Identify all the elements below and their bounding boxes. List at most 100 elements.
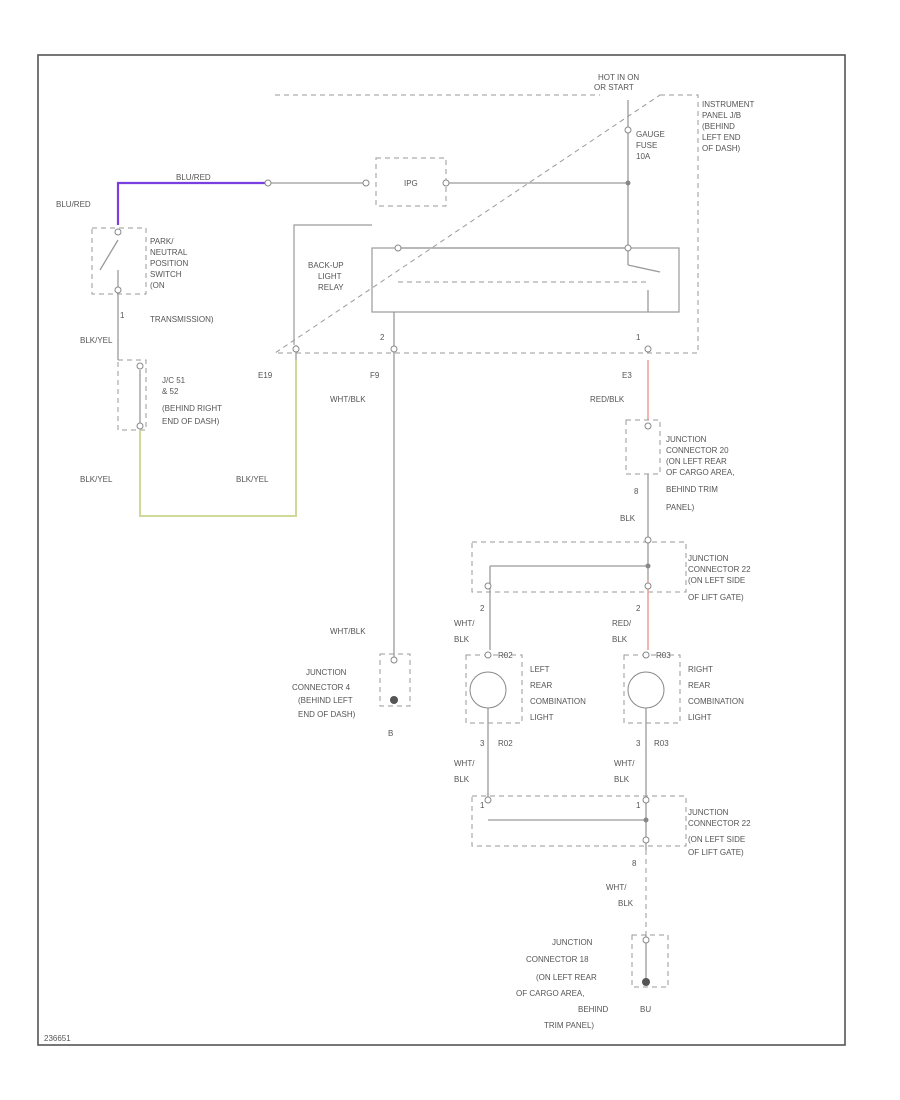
- jc18-label-2: CONNECTOR 18: [526, 955, 589, 964]
- footer-code: 236651: [44, 1034, 71, 1043]
- pin-1b-label: 1: [636, 801, 641, 810]
- jc4-label-1: JUNCTION: [306, 668, 347, 677]
- jc22b-label-2: CONNECTOR 22: [688, 819, 751, 828]
- blk-yel-label-2: BLK/YEL: [80, 475, 113, 484]
- jc51-box: [117, 359, 147, 431]
- pin-8b-label: 8: [632, 859, 637, 868]
- jc20-box: [625, 419, 661, 475]
- pin-2b-label: 2: [636, 604, 641, 613]
- jc4-label-2: CONNECTOR 4: [292, 683, 351, 692]
- pnp-switch-label-4: SWITCH: [150, 270, 182, 279]
- relay-box: [371, 247, 680, 313]
- left-lamp-label-3: COMBINATION: [530, 697, 586, 706]
- splice-nodes: [625, 180, 651, 823]
- ip-jb-label-3: (BEHIND: [702, 122, 735, 131]
- ip-jb-label-4: LEFT END: [702, 133, 741, 142]
- jc20-label-1: JUNCTION: [666, 435, 707, 444]
- r03-top-label: R03: [656, 651, 671, 660]
- ip-jb-label-5: OF DASH): [702, 144, 741, 153]
- jc22-bottom-box: [471, 795, 687, 847]
- right-lamp-bulb-icon: [627, 671, 665, 709]
- ground-symbols: [390, 696, 650, 986]
- jc20-label-5: BEHIND TRIM: [666, 485, 718, 494]
- jc22-label-4: OF LIFT GATE): [688, 593, 744, 602]
- relay-coil-frame: [294, 225, 694, 345]
- red-blk-right-label-1: RED/: [612, 619, 632, 628]
- hot-in-on-label-2: OR START: [594, 83, 634, 92]
- jc4-label-4: END OF DASH): [298, 710, 356, 719]
- wire-lamps-down: [487, 708, 647, 800]
- ground-bu-label: BU: [640, 1005, 651, 1014]
- jc4-label-3: (BEHIND LEFT: [298, 696, 353, 705]
- left-lamp-label-4: LIGHT: [530, 713, 554, 722]
- ip-jb-label-1: INSTRUMENT: [702, 100, 755, 109]
- jc51-label-3: (BEHIND RIGHT: [162, 404, 222, 413]
- left-lamp-box: [465, 654, 523, 724]
- connector-pins: [114, 126, 652, 944]
- wire-relay-internal: [398, 247, 649, 312]
- jc20-label-2: CONNECTOR 20: [666, 446, 729, 455]
- wht-blk-c-label-2: BLK: [614, 775, 630, 784]
- jc22-label-2: CONNECTOR 22: [688, 565, 751, 574]
- pin-1a-label: 1: [480, 801, 485, 810]
- pin-2-label: 2: [380, 333, 385, 342]
- r02-bottom-label: R02: [498, 739, 513, 748]
- jc18-label-3: (ON LEFT REAR: [536, 973, 597, 982]
- right-lamp-label-2: REAR: [688, 681, 710, 690]
- ip-jb-label-2: PANEL J/B: [702, 111, 741, 120]
- jc22b-label-3: (ON LEFT SIDE: [688, 835, 745, 844]
- wire-blk-yel: [139, 360, 297, 517]
- wht-blk-label-1: WHT/BLK: [330, 395, 366, 404]
- blk-label-1: BLK: [620, 514, 636, 523]
- pin-3a-label: 3: [480, 739, 485, 748]
- left-lamp-label-1: LEFT: [530, 665, 550, 674]
- wht-blk-d-label-2: BLK: [618, 899, 634, 908]
- pnp-switch-box: [91, 227, 147, 295]
- wire-jc22-bus: [489, 540, 649, 650]
- jc22b-label-4: OF LIFT GATE): [688, 848, 744, 857]
- wire-jc22b-bus: [488, 800, 647, 850]
- jc18-box: [631, 934, 669, 988]
- pnp-switch-label-1: PARK/: [150, 237, 174, 246]
- pin-e3-label: E3: [622, 371, 632, 380]
- jc51-label-4: END OF DASH): [162, 417, 220, 426]
- pin-f9-label: F9: [370, 371, 380, 380]
- wht-blk-label-2: WHT/BLK: [330, 627, 366, 636]
- pin-3b-label: 3: [636, 739, 641, 748]
- blk-yel-label-3: BLK/YEL: [236, 475, 269, 484]
- blk-yel-label-1: BLK/YEL: [80, 336, 113, 345]
- gauge-fuse-label-3: 10A: [636, 152, 651, 161]
- ipg-label: IPG: [404, 179, 418, 188]
- wire-pnp-down: [117, 300, 141, 425]
- jc22-label-1: JUNCTION: [688, 554, 729, 563]
- jc18-label-5: BEHIND: [578, 1005, 608, 1014]
- jc18-label-4: OF CARGO AREA,: [516, 989, 584, 998]
- diagram-frame: [37, 54, 846, 1046]
- red-blk-right-label-2: BLK: [612, 635, 628, 644]
- pnp-switch-blade: [99, 239, 119, 300]
- pnp-switch-label-2: NEUTRAL: [150, 248, 188, 257]
- relay-label-1: BACK-UP: [308, 261, 344, 270]
- gauge-fuse-label-1: GAUGE: [636, 130, 665, 139]
- wire-ipg-to-fuse: [268, 100, 629, 184]
- pin-pnp-1-label: 1: [120, 311, 125, 320]
- right-lamp-label-4: LIGHT: [688, 713, 712, 722]
- hot-in-on-label: HOT IN ON: [598, 73, 639, 82]
- jc51-label-1: J/C 51: [162, 376, 186, 385]
- jc51-label-2: & 52: [162, 387, 179, 396]
- wire-blu-red: [116, 181, 268, 225]
- relay-label-2: LIGHT: [318, 272, 342, 281]
- ground-b-label: B: [388, 729, 393, 738]
- blu-red-top-label: BLU/RED: [176, 173, 211, 182]
- wht-blk-left-label-2: BLK: [454, 635, 470, 644]
- blu-red-left-label: BLU/RED: [56, 200, 91, 209]
- jc20-label-6: PANEL): [666, 503, 695, 512]
- jc20-label-4: OF CARGO AREA,: [666, 468, 734, 477]
- r03-bottom-label: R03: [654, 739, 669, 748]
- jc22b-label-1: JUNCTION: [688, 808, 729, 817]
- ip-jb-dashed-box: [273, 94, 699, 354]
- pnp-switch-label-6: TRANSMISSION): [150, 315, 214, 324]
- relay-label-3: RELAY: [318, 283, 344, 292]
- jc18-label-6: TRIM PANEL): [544, 1021, 594, 1030]
